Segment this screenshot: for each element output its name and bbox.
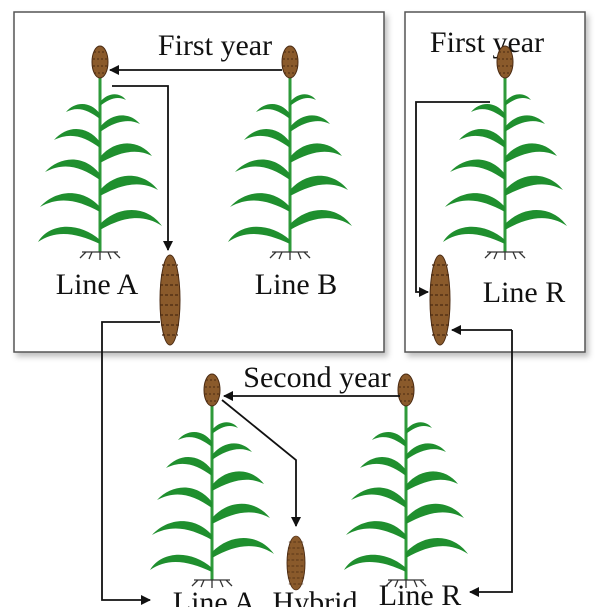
first-year-left-label: First year — [158, 29, 272, 62]
second-year-label: Second year — [243, 361, 390, 394]
first-year-right-label: First year — [430, 26, 544, 59]
seed-head-line-r — [429, 254, 451, 346]
seed-head-hybrid — [286, 535, 306, 591]
line-b-top-label: Line B — [255, 268, 338, 301]
plant-line-a-bottom — [148, 372, 276, 590]
hybrid-label: Hybrid — [273, 586, 358, 607]
line-a-bottom-label: Line A — [173, 586, 256, 607]
line-r-top-label: Line R — [483, 276, 566, 309]
seed-head-line-a — [159, 254, 181, 346]
crossing-arrows — [101, 65, 513, 605]
plant-line-r-bottom — [342, 372, 470, 590]
line-a-top-label: Line A — [56, 268, 139, 301]
line-r-bottom-label: Line R — [379, 579, 462, 607]
